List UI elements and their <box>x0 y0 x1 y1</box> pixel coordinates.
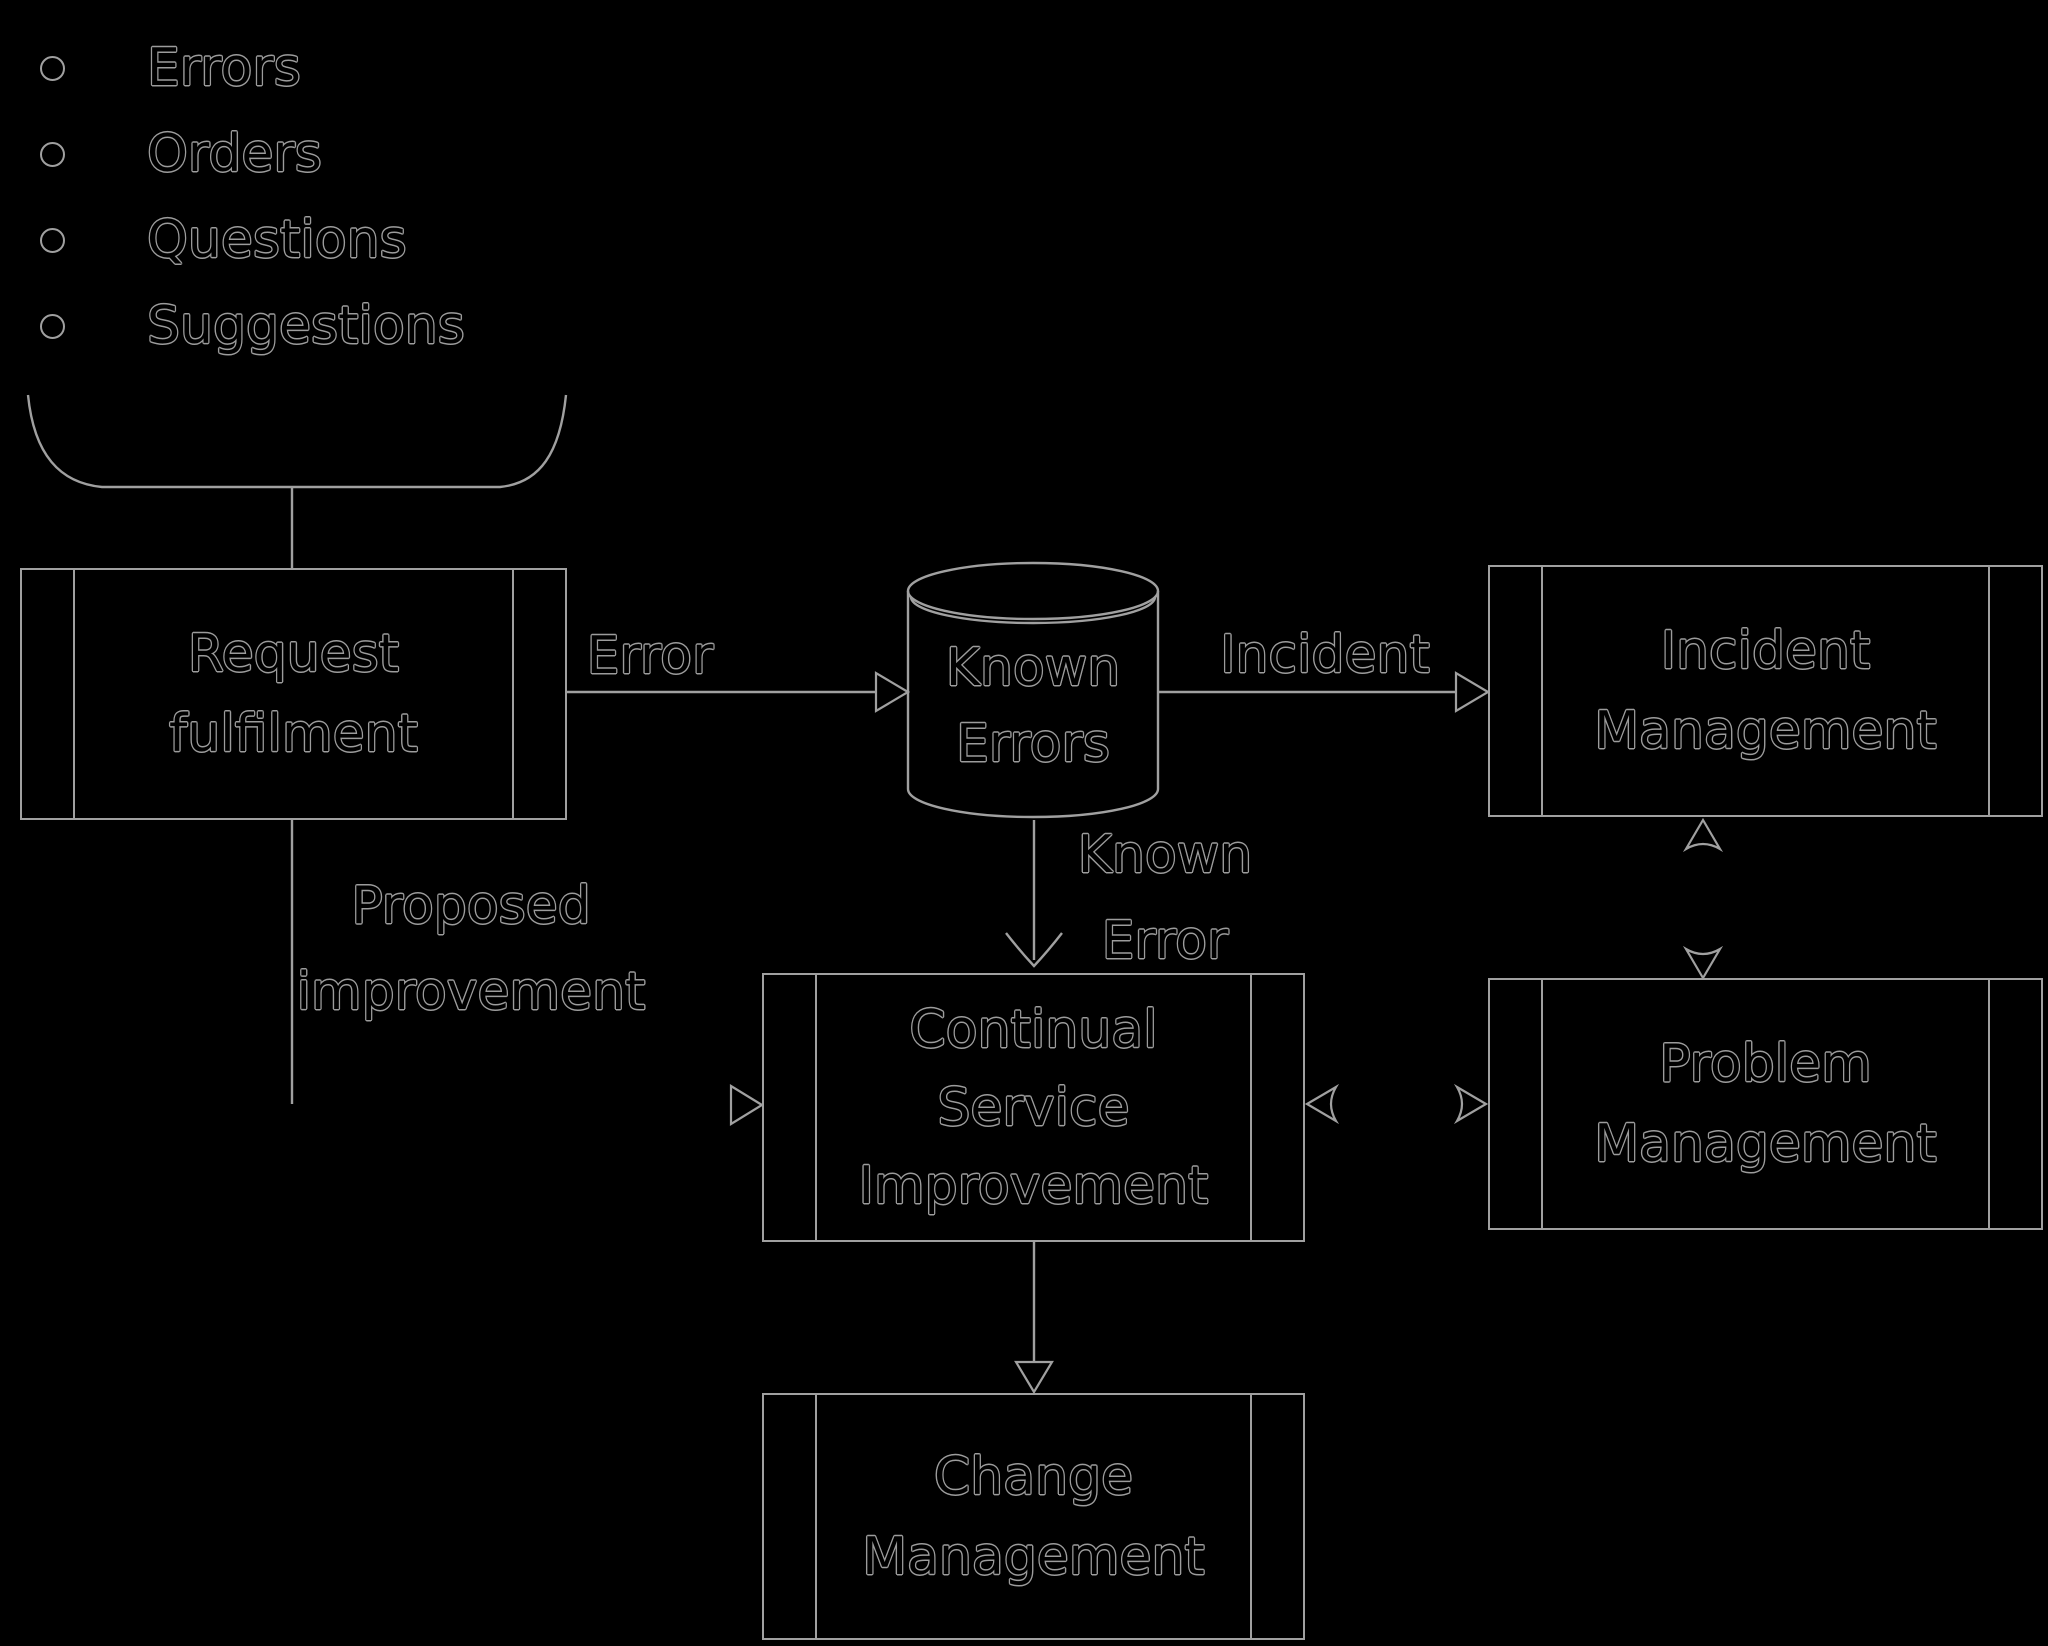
node-label: Service <box>937 1077 1130 1138</box>
node-label: Management <box>862 1526 1205 1587</box>
cylinder-top-inner-arc <box>909 596 1157 625</box>
node-label: Management <box>1594 1114 1937 1174</box>
list-item-label: Errors <box>147 38 301 98</box>
edge-known-error-arrowhead <box>1005 932 1063 968</box>
inner-bar <box>1988 980 1990 1228</box>
node-label: Continual <box>909 999 1158 1060</box>
node-label: Known <box>945 638 1121 698</box>
edge-csi-problem-right-arrowhead <box>1453 1083 1489 1125</box>
node-label: Change <box>933 1446 1134 1507</box>
inner-bar <box>1988 567 1990 815</box>
inner-bar <box>815 1395 817 1638</box>
edge-label-proposed-improvement: Proposed improvement <box>296 876 646 1022</box>
list-item-label: Questions <box>147 210 407 270</box>
list-item-label: Suggestions <box>147 296 465 356</box>
inner-bar <box>1541 567 1543 815</box>
node-request-fulfilment: Request fulfilment <box>20 568 567 820</box>
inner-bar <box>512 570 514 818</box>
edge-label-incident: Incident <box>1220 625 1430 685</box>
cylinder-top-ellipse <box>906 561 1160 621</box>
inner-bar <box>815 975 817 1240</box>
edge-incident-arrowhead <box>1454 671 1491 713</box>
bullet-icon <box>40 313 65 339</box>
node-label: Errors <box>956 714 1110 774</box>
node-label: fulfilment <box>169 704 418 764</box>
node-known-errors: Known Errors <box>908 596 1158 816</box>
list-item-suggestions: Suggestions <box>40 296 465 356</box>
edge-problem-csi-left-arrowhead <box>1304 1083 1340 1125</box>
edge-change-arrowhead <box>1014 1360 1054 1395</box>
list-item-label: Orders <box>147 124 322 184</box>
edge-proposed-arrowhead <box>729 1084 765 1126</box>
bullet-icon <box>40 227 65 253</box>
node-label: Incident <box>1660 621 1871 681</box>
bracket-shape <box>26 394 568 489</box>
edge-incident-problem-down-arrowhead <box>1682 945 1724 981</box>
known-errors-cylinder <box>906 561 1160 819</box>
inner-bar <box>1541 980 1543 1228</box>
edge-error-arrowhead <box>874 671 911 713</box>
list-item-errors: Errors <box>40 38 301 98</box>
inner-bar <box>1250 1395 1252 1638</box>
node-label: Management <box>1594 701 1937 761</box>
inner-bar <box>73 570 75 818</box>
node-label: Problem <box>1659 1034 1872 1094</box>
edge-label-error: Error <box>586 626 714 686</box>
edge-problem-incident-up-arrowhead <box>1682 817 1724 853</box>
node-problem-management: Problem Management <box>1488 978 2043 1230</box>
inner-bar <box>1250 975 1252 1240</box>
bullet-icon <box>40 55 65 81</box>
node-label: Request <box>187 624 400 684</box>
node-label: Improvement <box>858 1155 1209 1216</box>
node-change-management: Change Management <box>762 1393 1305 1640</box>
list-item-orders: Orders <box>40 124 322 184</box>
list-item-questions: Questions <box>40 210 407 270</box>
bullet-icon <box>40 141 65 167</box>
edge-label-known-error: Known Error <box>1077 825 1253 971</box>
node-incident-management: Incident Management <box>1488 565 2043 817</box>
cylinder-body <box>906 591 1160 819</box>
node-continual-service-improvement: Continual Service Improvement <box>762 973 1305 1242</box>
